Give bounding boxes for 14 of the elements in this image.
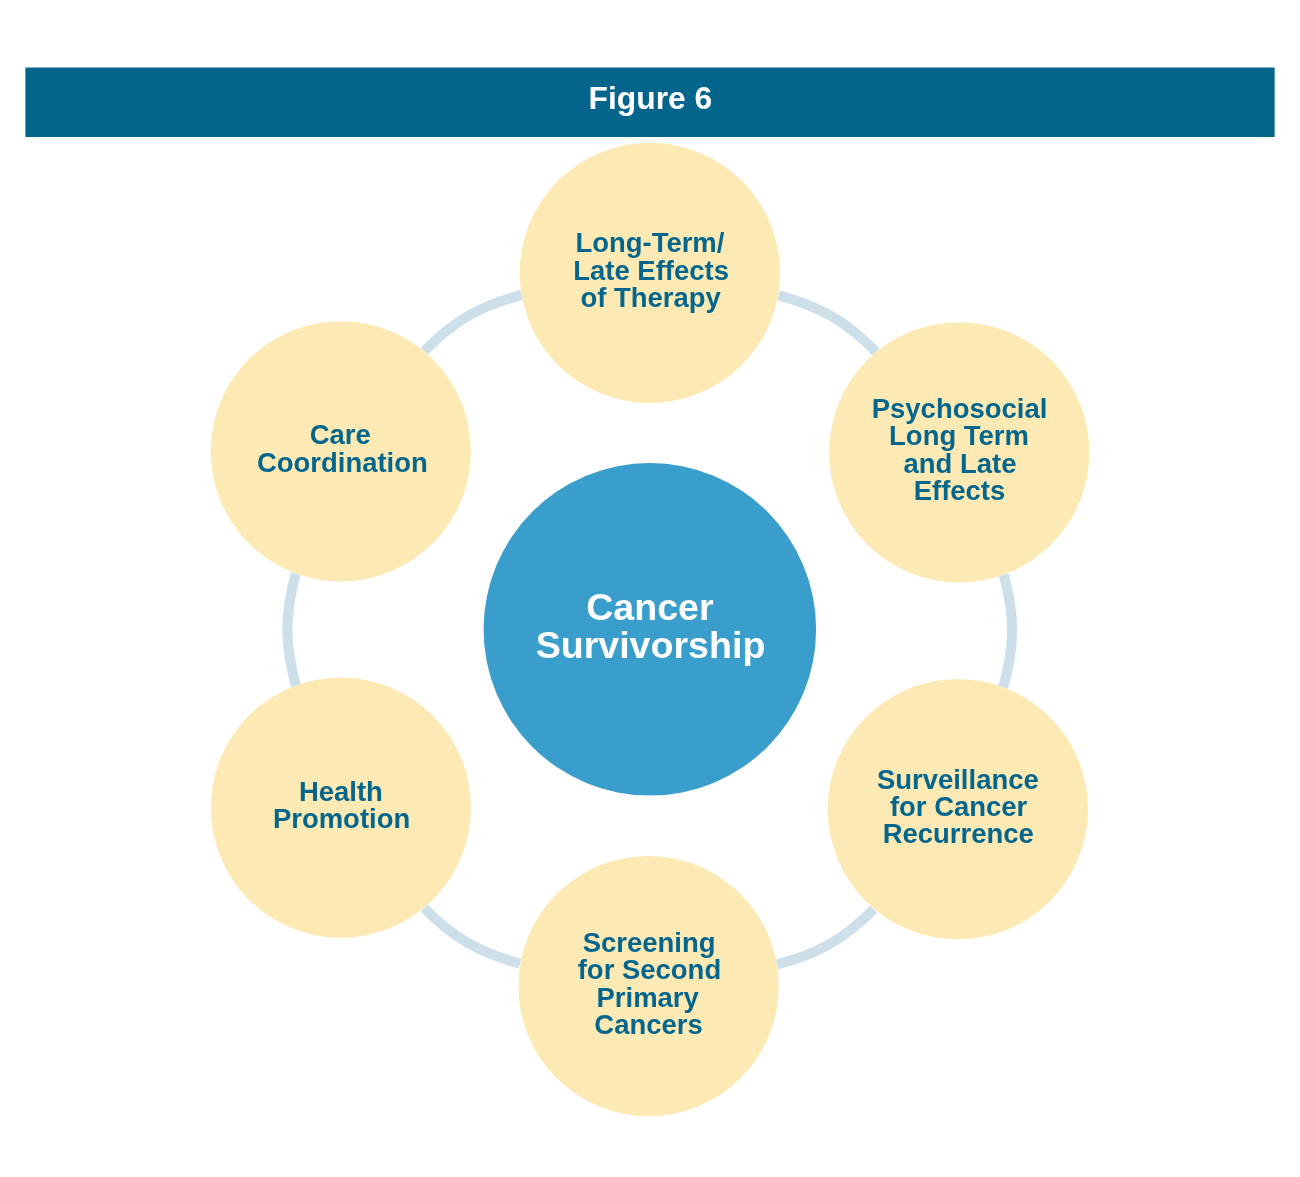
node-circle: Psychosocial Long Term and Late Effects bbox=[829, 321, 1090, 582]
connector bbox=[998, 572, 1018, 688]
connector bbox=[777, 289, 880, 355]
diagram-title: Figure 6 bbox=[588, 79, 713, 116]
connector bbox=[420, 903, 522, 968]
connector bbox=[282, 571, 301, 687]
node-circle: Surveillance for Cancer Recurrence bbox=[827, 678, 1088, 939]
connector bbox=[420, 289, 523, 355]
node-circle: Screening for Second Primary Cancers bbox=[518, 855, 779, 1116]
node-circle: Care Coordination bbox=[210, 320, 471, 581]
connector bbox=[775, 905, 878, 969]
node-circle: Health Promotion bbox=[210, 677, 471, 938]
node-circle: Cancer Survivorship bbox=[483, 462, 817, 796]
node-circle: Long-Term/ Late Effects of Therapy bbox=[519, 142, 780, 403]
